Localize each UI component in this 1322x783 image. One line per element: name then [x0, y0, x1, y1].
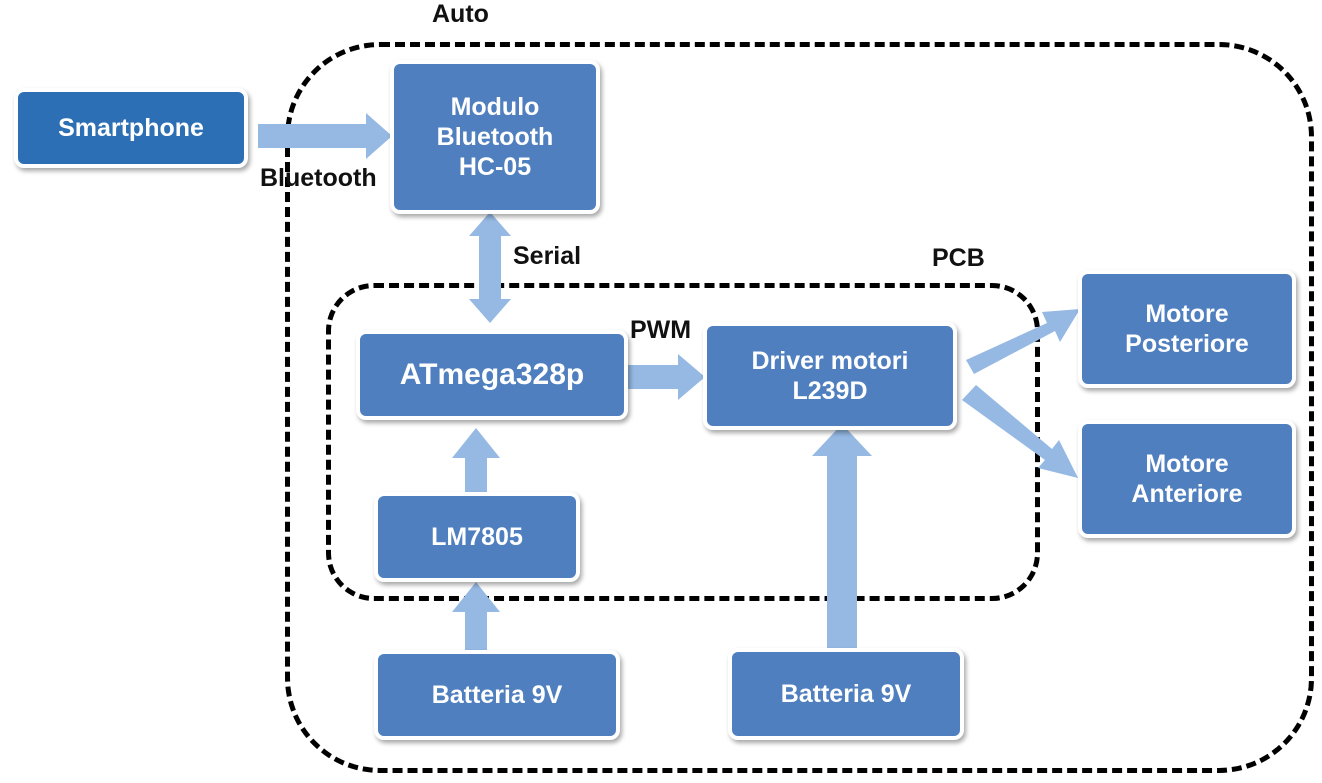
arrow-driver-to-motor-rear: [966, 309, 1080, 374]
pcb-group-label: PCB: [932, 244, 985, 272]
battery-left-block: Batteria 9V: [374, 650, 620, 740]
motor-driver-block: Driver motori L239D: [703, 322, 957, 430]
auto-boundary: [285, 42, 1314, 773]
arrow-regulator-to-mcu: [452, 428, 500, 495]
regulator-block: LM7805: [374, 492, 580, 582]
arrow-bluetooth-mcu-serial: [469, 212, 511, 323]
arrow-battery-right-to-driver: [812, 424, 872, 650]
mcu-block: ATmega328p: [356, 330, 628, 420]
auto-group-label: Auto: [432, 0, 489, 28]
bluetooth-module-block: Modulo Bluetooth HC-05: [390, 60, 600, 214]
arrow-battery-left-to-regulator: [452, 582, 500, 652]
bluetooth-edge-label: Bluetooth: [260, 164, 377, 192]
arrow-mcu-to-driver: [625, 354, 705, 400]
serial-edge-label: Serial: [513, 242, 582, 270]
arrow-smartphone-to-bluetooth: [258, 113, 392, 159]
smartphone-block: Smartphone: [14, 88, 248, 168]
motor-rear-block: Motore Posteriore: [1078, 270, 1296, 388]
arrow-driver-to-motor-front: [962, 385, 1078, 478]
motor-front-block: Motore Anteriore: [1078, 420, 1296, 538]
battery-right-block: Batteria 9V: [728, 648, 964, 740]
pwm-edge-label: PWM: [630, 316, 692, 344]
